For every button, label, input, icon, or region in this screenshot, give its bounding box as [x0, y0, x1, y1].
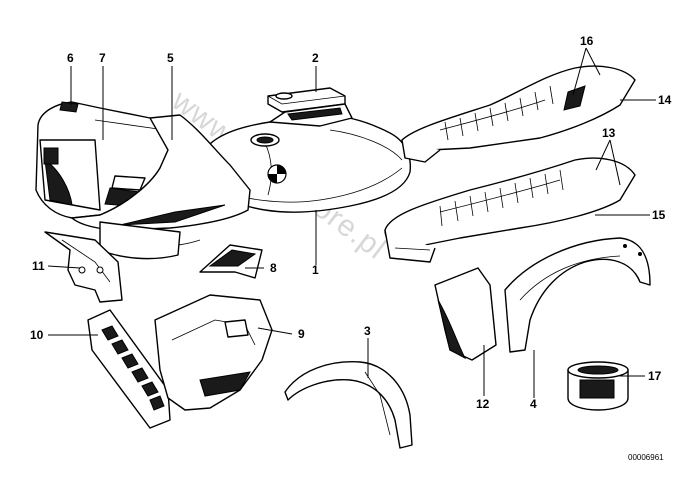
callout-11: 11	[32, 259, 45, 273]
callout-16: 16	[580, 34, 594, 48]
part-paint-can	[567, 361, 629, 411]
callout-12: 12	[476, 397, 490, 411]
leader-lines	[47, 47, 656, 398]
callout-14: 14	[658, 93, 672, 107]
figure-code: 00006961	[628, 453, 664, 462]
part-front-mudguard	[284, 361, 413, 449]
callout-7: 7	[99, 51, 106, 65]
part-bracket	[44, 231, 123, 303]
callout-5: 5	[167, 51, 174, 65]
part-fairing-side	[71, 114, 251, 260]
callout-10: 10	[30, 328, 44, 342]
callout-15: 15	[652, 208, 666, 222]
callout-13: 13	[602, 126, 616, 140]
part-seat-lower	[384, 157, 636, 263]
callouts: 1 2 3 4 5 6 7 8 9 10 11 12 13 14 15 16 1…	[30, 34, 672, 411]
part-rear-mudguard	[504, 237, 651, 353]
part-seat-upper	[401, 65, 636, 163]
callout-4: 4	[530, 397, 537, 411]
part-grille	[87, 309, 171, 429]
callout-1: 1	[312, 263, 319, 277]
part-front-fairing	[35, 101, 172, 219]
callout-6: 6	[67, 51, 74, 65]
part-inner-panel	[154, 294, 273, 411]
part-air-duct	[199, 244, 263, 279]
callout-8: 8	[270, 261, 277, 275]
callout-9: 9	[298, 327, 305, 341]
callout-17: 17	[648, 369, 662, 383]
part-splash-guard	[434, 267, 497, 361]
callout-2: 2	[312, 51, 319, 65]
callout-3: 3	[364, 324, 371, 338]
